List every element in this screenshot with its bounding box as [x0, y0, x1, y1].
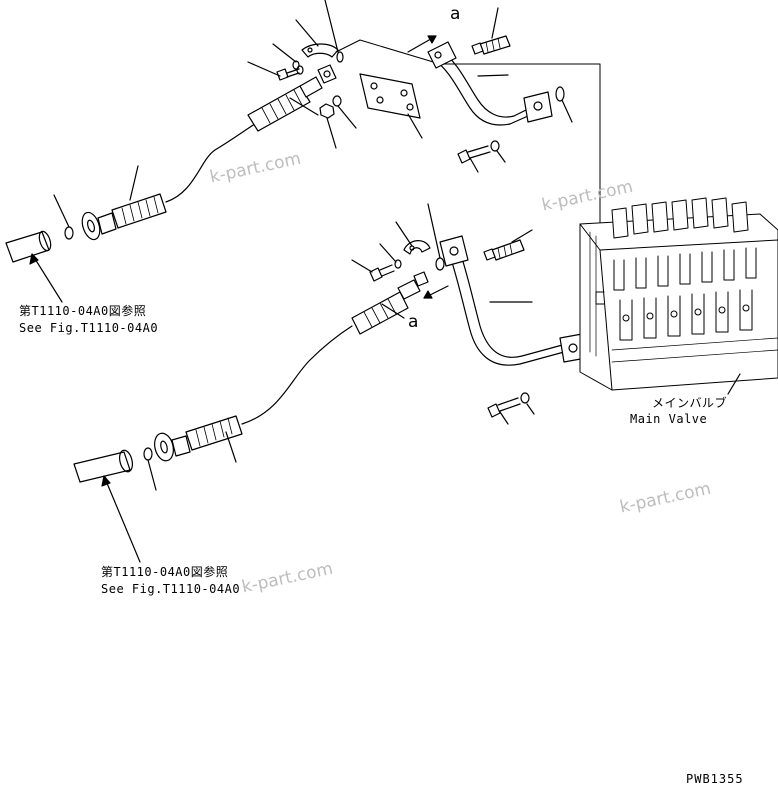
- upper-o-ring-right: [556, 87, 564, 101]
- lower-pipe-stub: [74, 449, 134, 482]
- lower-ref-en: See Fig.T1110-04A0: [101, 582, 241, 596]
- upper-ref-en: See Fig.T1110-04A0: [19, 321, 159, 335]
- upper-hose: [166, 122, 258, 202]
- lower-ref-arrow: [102, 476, 140, 562]
- upper-ref-arrow: [30, 254, 62, 302]
- lower-hose-left-fitting: [152, 416, 242, 463]
- upper-pipe-stub: [6, 230, 53, 262]
- upper-elbow-pipe: [428, 42, 552, 125]
- upper-flange-bolt: [458, 141, 499, 163]
- upper-bolt: [277, 66, 303, 80]
- lower-ref-jp: 第T1110-04A0図参照: [101, 565, 229, 579]
- lower-hose: [242, 326, 352, 424]
- lower-callout-a: a: [408, 312, 419, 332]
- upper-nut: [320, 96, 341, 118]
- lower-o-ring-top: [436, 258, 444, 270]
- lower-flange-bolt: [488, 393, 529, 417]
- upper-hose-right-fitting: [248, 65, 336, 131]
- lower-hose-right-fitting: [352, 272, 428, 334]
- upper-callout-a: a: [450, 4, 461, 24]
- main-valve-label-en: Main Valve: [630, 412, 708, 426]
- upper-split-flange: [302, 44, 338, 57]
- lower-split-flange: [404, 241, 430, 254]
- upper-o-ring-top: [337, 52, 343, 62]
- upper-o-ring-left: [65, 227, 73, 239]
- upper-bracket: [360, 74, 420, 118]
- upper-bolt-right: [472, 36, 510, 54]
- upper-washer: [293, 61, 299, 69]
- upper-hose-left-fitting: [79, 194, 166, 242]
- drawing-code: PWB1355: [686, 772, 744, 786]
- lower-o-ring-left: [144, 448, 152, 460]
- lower-bolt-right: [484, 240, 524, 260]
- lower-washer: [395, 260, 401, 268]
- main-valve-label-jp: メインバルブ: [652, 396, 728, 410]
- lower-bolt: [370, 265, 394, 281]
- lower-elbow-pipe: [440, 236, 586, 365]
- upper-ref-jp: 第T1110-04A0図参照: [19, 304, 147, 318]
- main-valve: [580, 198, 778, 390]
